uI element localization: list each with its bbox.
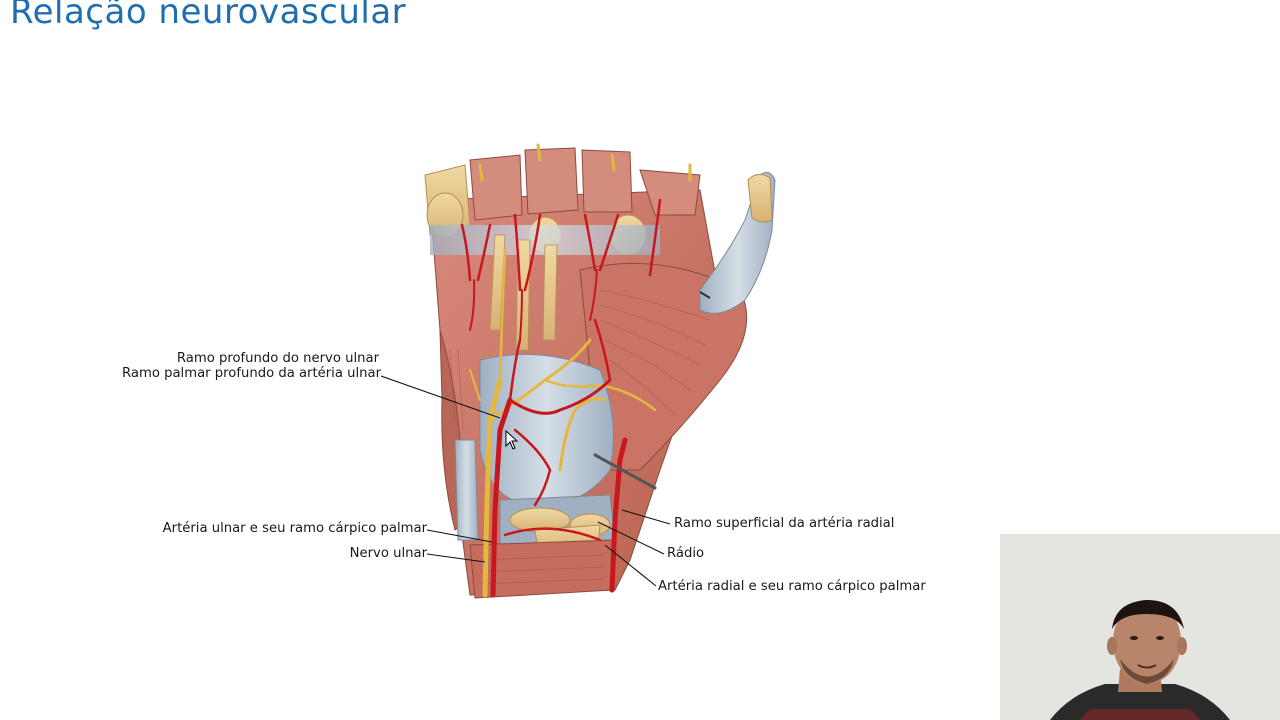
nerves: [469, 143, 692, 598]
label-ramo-palmar-profundo-arteria-ulnar: Ramo palmar profundo da artéria ulnar: [122, 366, 381, 381]
label-radio: Rádio: [667, 546, 705, 561]
arteries: [460, 198, 662, 598]
mouse-pointer-icon: [505, 430, 519, 450]
carpal-ligaments: [479, 353, 616, 551]
probe: [593, 453, 657, 490]
label-ramo-superficial-arteria-radial: Ramo superficial da artéria radial: [674, 516, 895, 531]
slide-title: Relação neurovascular: [10, 0, 407, 32]
leader-lines: [380, 375, 671, 587]
label-arteria-ulnar-ramo-carpico: Artéria ulnar e seu ramo cárpico palmar: [162, 521, 427, 536]
webcam-video: [1000, 534, 1280, 720]
thumb: [699, 171, 776, 314]
label-arteria-radial-ramo-carpico: Artéria radial e seu ramo cárpico palmar: [658, 579, 926, 594]
label-ramo-profundo-nervo-ulnar: Ramo profundo do nervo ulnar: [176, 351, 379, 366]
forearm-muscle: [454, 439, 616, 599]
label-nervo-ulnar: Nervo ulnar: [349, 546, 427, 561]
presenter-silhouette: [1000, 534, 1280, 720]
